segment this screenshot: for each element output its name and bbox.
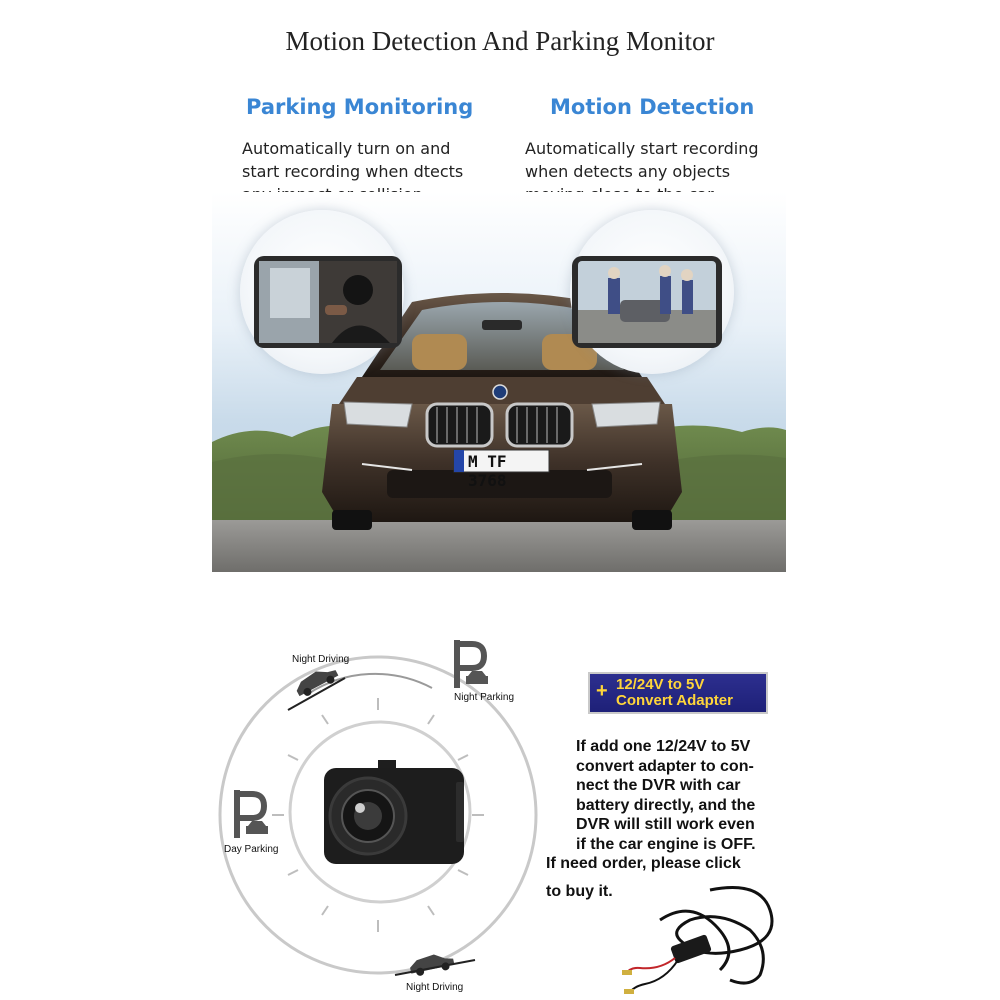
motion-text-line: when detects any objects [525,162,731,181]
night-parking-label: Night Parking [454,692,515,703]
night-driving-arc [307,672,433,695]
description-line: nect the DVR with car [576,777,741,794]
night-driving-label-top: Night Driving [292,654,350,665]
parking-monitoring-heading: Parking Monitoring [246,95,474,119]
adapter-description: If add one 12/24V to 5V convert adapter … [576,737,756,854]
mode-diagram [218,655,538,976]
dashcam-screen-people [572,256,722,348]
parking-sign-icon [454,640,488,688]
description-line: DVR will still work even [576,816,755,833]
parking-monitoring-bubble [240,210,404,374]
tick-marks [272,698,484,932]
outer-ring [218,655,538,975]
day-parking-label: Day Parking [224,844,279,855]
adapter-line-2: Convert Adapter [616,692,733,709]
night-driving-label-bottom: Night Driving [406,982,464,993]
motion-text-line: Automatically start recording [525,139,759,158]
order-text-line-2: to buy it. [546,883,613,900]
dashcam-icon [324,760,464,864]
parking-sign-icon [234,790,268,838]
plus-icon: + [596,680,608,702]
adapter-line-1: 12/24V to 5V [616,676,705,693]
inner-ring [288,720,472,904]
motion-detection-heading: Motion Detection [550,95,755,119]
cable-adapter-icon[interactable] [620,880,790,995]
parking-text-line: start recording when dtects [242,162,464,181]
description-line: If add one 12/24V to 5V [576,738,751,755]
parking-text-line: Automatically turn on and [242,139,451,158]
dashcam-screen-burglar [254,256,402,348]
license-plate: M TF 3768 [468,452,507,490]
description-line: if the car engine is OFF. [576,835,756,853]
description-line: convert adapter to con- [576,757,754,775]
page-title: Motion Detection And Parking Monitor [285,26,715,56]
order-text-line-1: If need order, please click [546,855,741,872]
convert-adapter-badge: + 12/24V to 5V Convert Adapter [588,672,768,714]
description-line: battery directly, and the [576,796,756,814]
motion-detection-bubble [570,210,734,374]
car-icon [296,670,339,697]
